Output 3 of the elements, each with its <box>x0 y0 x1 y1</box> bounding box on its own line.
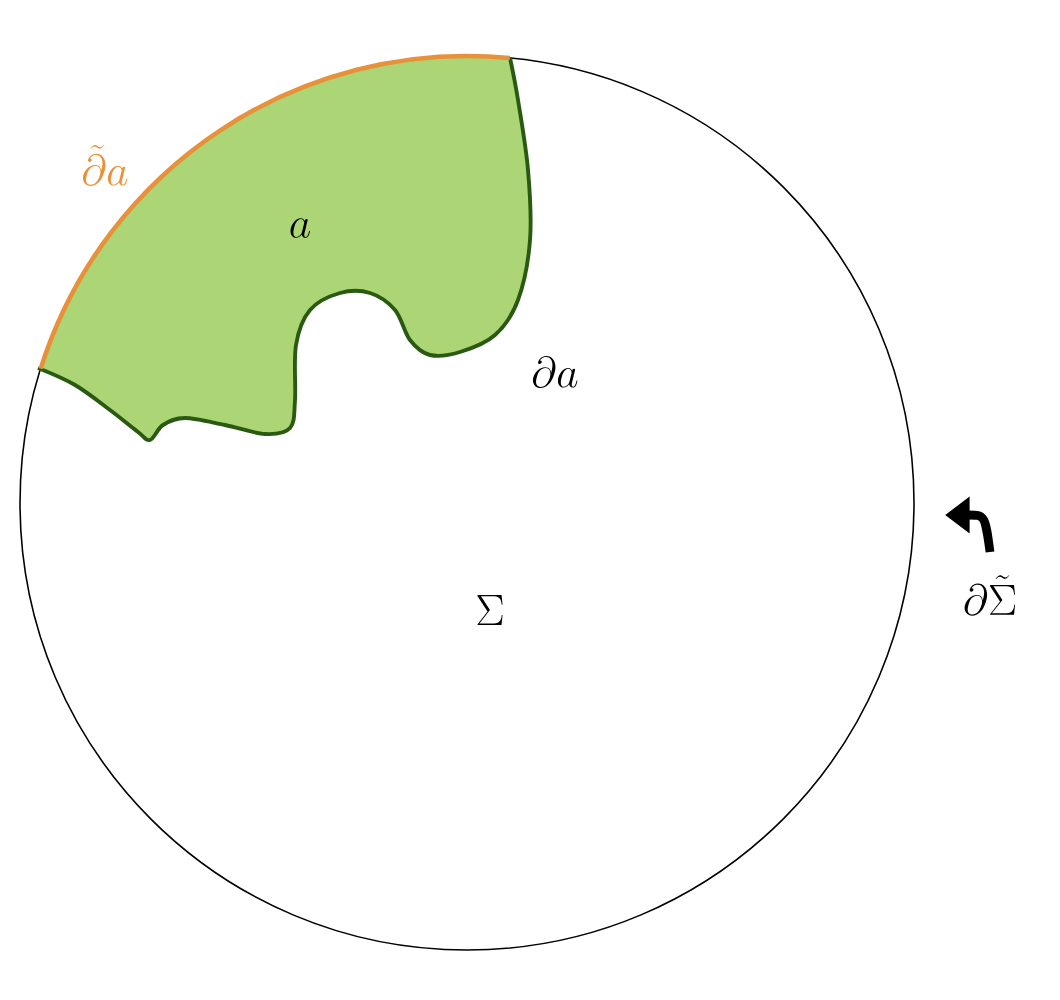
region-label: $\partial a$ <box>532 355 578 389</box>
region-label: $\partial\tilde{\Sigma}$ <box>964 575 1016 616</box>
region-label: $\tilde{\partial} a$ <box>82 144 128 186</box>
